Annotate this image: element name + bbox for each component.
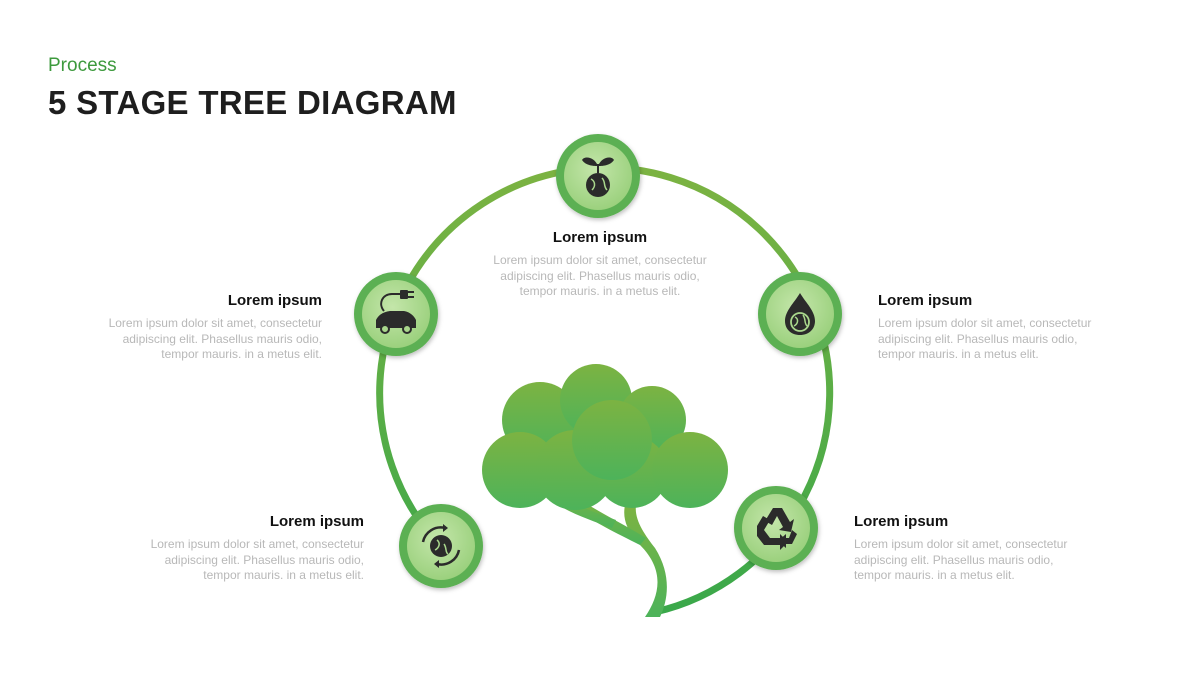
ev-car-plug-icon xyxy=(376,290,416,334)
stage-4-text: Lorem ipsum Lorem ipsum dolor sit amet, … xyxy=(124,513,364,584)
stage-3-body: Lorem ipsum dolor sit amet, consectetur … xyxy=(878,316,1118,363)
stage-4-body-line: tempor mauris. in a metus elit. xyxy=(203,568,364,582)
stage-1-heading: Lorem ipsum xyxy=(552,229,648,246)
stage-4-body-line: adipiscing elit. Phasellus mauris odio, xyxy=(164,552,364,567)
stage-4-body: Lorem ipsum dolor sit amet, consectetur … xyxy=(124,537,364,584)
stage-node-1 xyxy=(556,134,640,218)
stage-3-body-line: Lorem ipsum dolor sit amet, consectetur xyxy=(878,316,1092,330)
stage-5-text: Lorem ipsum Lorem ipsum dolor sit amet, … xyxy=(854,513,1094,584)
stage-5-body-line: adipiscing elit. Phasellus mauris odio, xyxy=(854,552,1054,567)
stage-5-body-line: Lorem ipsum dolor sit amet, consectetur xyxy=(854,537,1068,551)
stage-4-body-line: Lorem ipsum dolor sit amet, consectetur xyxy=(150,537,364,551)
water-drop-globe-icon xyxy=(785,293,815,335)
stage-1-body-line: Lorem ipsum dolor sit amet, consectetur xyxy=(493,253,707,267)
stage-2-text: Lorem ipsum Lorem ipsum dolor sit amet, … xyxy=(82,292,322,363)
globe-arrows-icon xyxy=(421,524,461,568)
stage-1-text: Lorem ipsum Lorem ipsum dolor sit amet, … xyxy=(480,229,720,300)
tree-canopy xyxy=(482,364,728,510)
stage-2-body: Lorem ipsum dolor sit amet, consectetur … xyxy=(82,316,322,363)
stage-node-3 xyxy=(758,272,842,356)
stage-5-body-line: tempor mauris. in a metus elit. xyxy=(854,568,1015,582)
stage-3-body-line: adipiscing elit. Phasellus mauris odio, xyxy=(878,331,1078,346)
stage-node-5 xyxy=(734,486,818,570)
recycle-icon xyxy=(757,508,797,550)
slide-title: 5 STAGE TREE DIAGRAM xyxy=(48,84,457,121)
stage-node-4 xyxy=(399,504,483,588)
stage-1-body-line: tempor mauris. in a metus elit. xyxy=(519,284,681,298)
plant-globe-icon xyxy=(582,157,614,197)
stage-node-2 xyxy=(354,272,438,356)
tree-trunk xyxy=(545,490,667,617)
stage-3-text: Lorem ipsum Lorem ipsum dolor sit amet, … xyxy=(878,292,1118,363)
stage-4-heading: Lorem ipsum xyxy=(269,513,364,530)
stage-2-body-line: Lorem ipsum dolor sit amet, consectetur xyxy=(108,316,322,330)
stage-3-heading: Lorem ipsum xyxy=(878,292,973,309)
stage-2-heading: Lorem ipsum xyxy=(227,292,322,309)
stage-5-heading: Lorem ipsum xyxy=(854,513,949,530)
stage-1-body-line: adipiscing elit. Phasellus mauris odio, xyxy=(500,268,700,283)
stage-3-body-line: tempor mauris. in a metus elit. xyxy=(878,347,1039,361)
stage-2-body-line: tempor mauris. in a metus elit. xyxy=(161,347,322,361)
slide-subtitle: Process xyxy=(48,55,117,76)
stage-1-body: Lorem ipsum dolor sit amet, consectetur … xyxy=(480,253,720,300)
stage-2-body-line: adipiscing elit. Phasellus mauris odio, xyxy=(122,331,322,346)
stage-5-body: Lorem ipsum dolor sit amet, consectetur … xyxy=(854,537,1094,584)
